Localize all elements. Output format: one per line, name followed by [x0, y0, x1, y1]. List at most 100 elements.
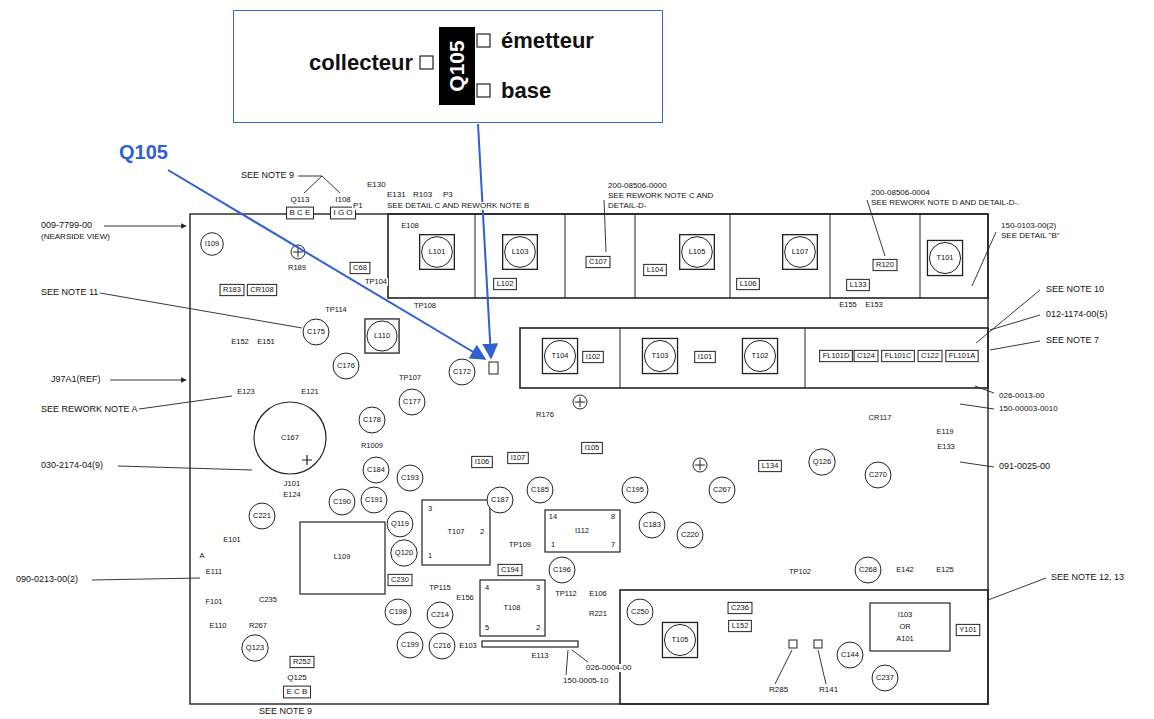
component-body [220, 284, 244, 295]
part-designator: L109 [333, 553, 352, 561]
part-designator: E111 [205, 568, 223, 576]
coil-slug [505, 237, 536, 268]
part-designator: Q125 [286, 674, 308, 683]
component-body [873, 259, 897, 270]
component-body [729, 620, 752, 631]
callout-note: 026-0004-00 [585, 664, 632, 673]
part-designator: R176 [535, 411, 555, 419]
part-designator: T103 [650, 352, 669, 360]
round-component [391, 540, 417, 566]
pin-order: B C E [289, 209, 312, 218]
inductor-body [300, 522, 385, 594]
round-component [201, 233, 224, 256]
callout-note: E131 [386, 191, 407, 200]
shield-divider [565, 214, 566, 298]
round-component [303, 319, 329, 345]
round-component [303, 319, 329, 345]
shield-divider [805, 328, 806, 388]
part-designator: TP109 [508, 541, 532, 549]
component-body [508, 452, 529, 463]
round-component [399, 389, 425, 415]
round-component [449, 359, 475, 385]
coil-can [365, 319, 399, 353]
component-body [759, 460, 782, 471]
leader-line [298, 176, 322, 193]
leader-line [818, 650, 826, 684]
part-designator: TP115 [428, 584, 452, 592]
round-component [709, 477, 735, 503]
component-body [586, 256, 610, 267]
part-designator: E113 [531, 652, 550, 660]
round-component [249, 503, 275, 529]
coil-can [742, 338, 777, 373]
pin-number: 3 [427, 505, 433, 513]
part-designator: C230 [390, 576, 410, 584]
part-designator: T105 [670, 636, 689, 644]
callout-note: P3 [442, 191, 454, 200]
callout-note: SEE DETAIL C AND REWORK NOTE B [386, 202, 530, 211]
part-designator: C216 [432, 642, 452, 650]
round-component [855, 557, 881, 583]
pin-number: 2 [535, 624, 541, 632]
part-designator: CR108 [249, 286, 274, 294]
shield-divider [920, 214, 921, 298]
polarity-circle [693, 458, 707, 472]
part-designator: E133 [936, 443, 956, 451]
callout-note: SEE NOTE 9 [240, 171, 295, 181]
part-designator: C237 [875, 674, 895, 682]
part-designator: L104 [646, 266, 665, 274]
coil-can [503, 235, 538, 270]
callout-note: DETAIL-D- [607, 202, 648, 211]
leader-line [960, 462, 994, 467]
pin-number: 8 [610, 513, 616, 521]
leader-line [118, 466, 252, 470]
part-designator: T102 [750, 352, 769, 360]
callout-note: SEE DETAIL "B" [1000, 232, 1061, 241]
round-component [429, 633, 455, 659]
transformer-body [480, 580, 545, 636]
round-component [449, 359, 475, 385]
part-designator: C176 [336, 362, 356, 370]
component-body [854, 350, 878, 361]
coil-can [420, 235, 455, 270]
part-designator: E153 [864, 301, 884, 309]
board-outline [190, 214, 988, 704]
component-body [388, 574, 412, 585]
if-shield [520, 328, 988, 388]
leader-line [572, 650, 588, 662]
part-designator: CR117 [868, 414, 893, 422]
component-body [583, 351, 604, 362]
part-designator: Q105 [445, 40, 468, 91]
component-body [882, 350, 915, 361]
part-designator: TP107 [398, 374, 422, 382]
pin-number: 1 [550, 541, 556, 549]
round-component [397, 465, 423, 491]
round-component [363, 457, 389, 483]
component-body [729, 620, 752, 631]
round-component [677, 522, 703, 548]
round-component [872, 665, 898, 691]
part-designator: TP114 [324, 306, 348, 314]
part-designator: R267 [248, 622, 268, 630]
pin-number: 7 [610, 541, 616, 549]
component-body [284, 686, 311, 698]
resistor-part [814, 640, 822, 648]
callout-note: R285 [768, 686, 789, 695]
part-designator: R221 [588, 610, 608, 618]
coil-can [542, 338, 577, 373]
callout-note: 150-0005-10 [562, 677, 609, 686]
coil-can [503, 235, 538, 270]
part-designator: TP108 [413, 302, 437, 310]
leader-line [132, 396, 232, 410]
part-designator: C193 [400, 474, 420, 482]
component-body [247, 284, 276, 295]
round-component [487, 487, 513, 513]
part-designator: C195 [625, 486, 645, 494]
component-body [728, 602, 752, 613]
callout-note: SEE NOTE 10 [1045, 285, 1105, 295]
coil-can [642, 338, 677, 373]
coil-slug [744, 340, 775, 371]
component-body [695, 351, 716, 362]
